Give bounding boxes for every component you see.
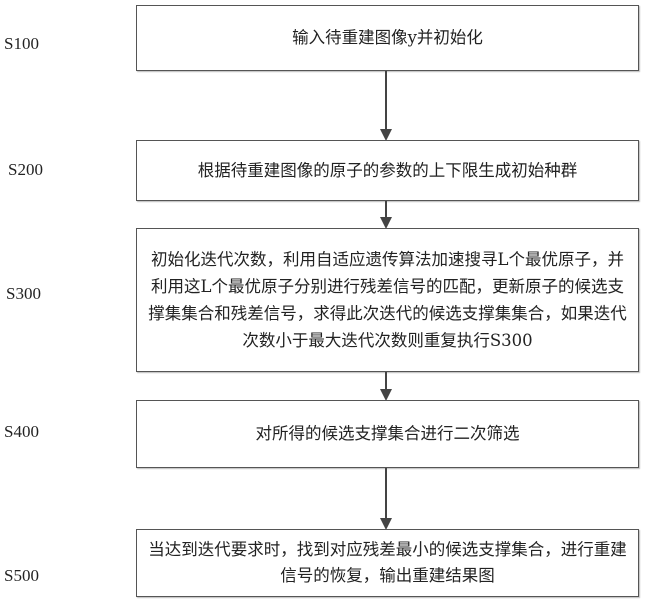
step-label-s100: S100 [4,34,39,54]
step-text: 当达到迭代要求时，找到对应残差最小的候选支撑集合，进行重建信号的恢复，输出重建结… [145,537,630,589]
step-box-s100: 输入待重建图像y并初始化 [136,5,639,71]
step-label-s400: S400 [4,422,39,442]
arrow-s300-s400 [385,372,387,399]
step-box-s200: 根据待重建图像的原子的参数的上下限生成初始种群 [136,140,639,201]
arrow-s200-s300 [385,201,387,227]
arrow-s100-s200 [385,71,387,139]
step-text: 对所得的候选支撑集合进行二次筛选 [256,421,520,447]
step-text: 输入待重建图像y并初始化 [292,25,483,51]
step-label-s500: S500 [4,566,39,586]
step-text: 根据待重建图像的原子的参数的上下限生成初始种群 [198,158,578,184]
step-box-s400: 对所得的候选支撑集合进行二次筛选 [136,400,639,468]
step-label-s200: S200 [8,160,43,180]
step-box-s500: 当达到迭代要求时，找到对应残差最小的候选支撑集合，进行重建信号的恢复，输出重建结… [136,529,639,597]
step-box-s300: 初始化迭代次数，利用自适应遗传算法加速搜寻L个最优原子，并利用这L个最优原子分别… [136,228,639,372]
step-text: 初始化迭代次数，利用自适应遗传算法加速搜寻L个最优原子，并利用这L个最优原子分别… [145,246,630,354]
step-label-s300: S300 [6,284,41,304]
arrow-s400-s500 [385,468,387,528]
